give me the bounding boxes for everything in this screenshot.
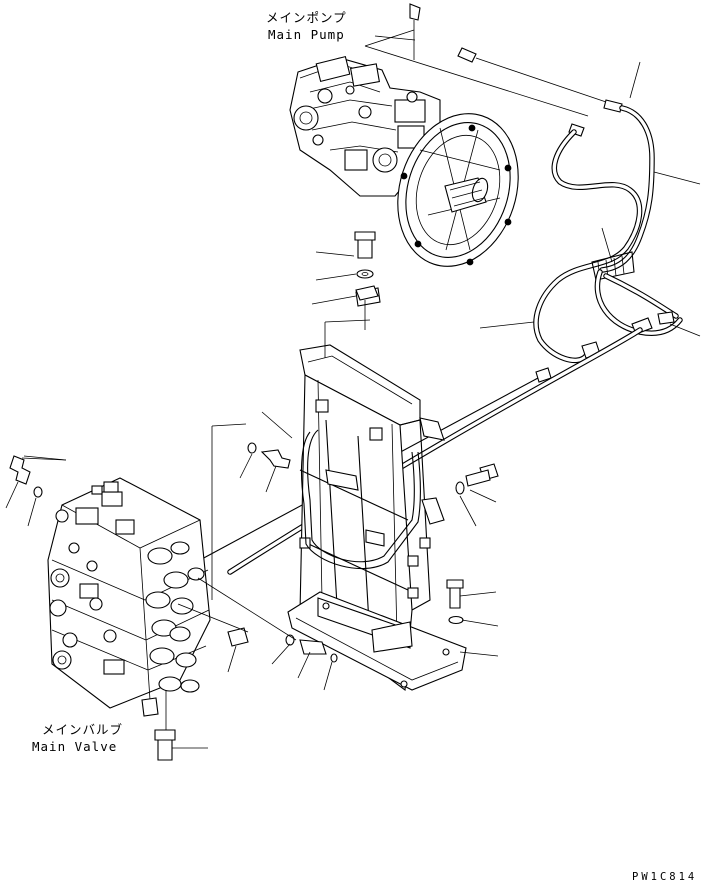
main-valve-label-jp: メインバルブ — [42, 722, 124, 737]
main-pump-label-jp: メインポンプ — [266, 10, 347, 25]
drawing-code: PW1C814 — [632, 871, 698, 883]
pump-support-frame — [287, 287, 467, 692]
main-pump-assembly — [289, 3, 519, 267]
valve-fittings — [9, 442, 338, 761]
main-valve-label-en: Main Valve — [32, 739, 118, 754]
bolt-washer-clip — [324, 231, 379, 358]
callout-leaders — [5, 61, 701, 691]
main-valve-assembly — [47, 477, 211, 732]
main-pump-label-en: Main Pump — [268, 27, 345, 42]
mounting-bolts — [446, 463, 499, 625]
